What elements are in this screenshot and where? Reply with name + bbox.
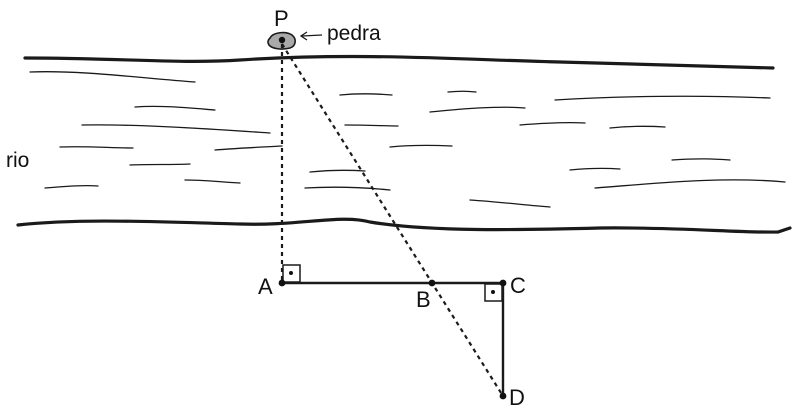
point-P-marker — [278, 36, 286, 44]
ripple — [339, 93, 393, 96]
ripple — [609, 125, 666, 129]
river-water-ripples — [29, 71, 786, 208]
river-lower-bank — [16, 217, 792, 234]
ripple — [134, 105, 216, 111]
ripple — [569, 167, 621, 171]
ripple — [304, 186, 391, 191]
ripple — [29, 71, 196, 83]
ripple — [671, 158, 731, 161]
arrow-left-icon — [299, 31, 323, 41]
point-P-label: P — [274, 6, 289, 31]
ripple — [389, 144, 453, 148]
ripple — [344, 124, 399, 127]
ripple — [214, 145, 283, 151]
point-D-label: D — [509, 385, 525, 405]
point-B-label: B — [416, 287, 431, 312]
ripple — [519, 121, 586, 126]
ripple — [554, 95, 771, 101]
point-C-marker — [499, 279, 507, 287]
ripple — [447, 90, 477, 93]
ripple — [594, 179, 786, 189]
ripple — [469, 199, 551, 208]
ripple — [129, 163, 191, 166]
right-angle-marker-C — [484, 283, 503, 302]
point-A-label: A — [258, 274, 273, 299]
ripple — [309, 169, 366, 173]
point-A-marker — [278, 279, 286, 287]
dashed-line-PD — [281, 43, 504, 397]
river-label: rio — [6, 149, 29, 172]
ripple — [81, 124, 271, 134]
point-D-marker — [499, 392, 507, 400]
right-angle-marker-A — [282, 264, 301, 283]
ripple — [59, 146, 134, 149]
point-B-marker — [428, 279, 436, 287]
ripple — [184, 179, 241, 184]
point-C-label: C — [510, 273, 526, 298]
ripple — [429, 106, 526, 113]
river-upper-bank — [23, 54, 775, 70]
ripple — [44, 184, 99, 189]
stone-label: pedra — [327, 22, 381, 45]
